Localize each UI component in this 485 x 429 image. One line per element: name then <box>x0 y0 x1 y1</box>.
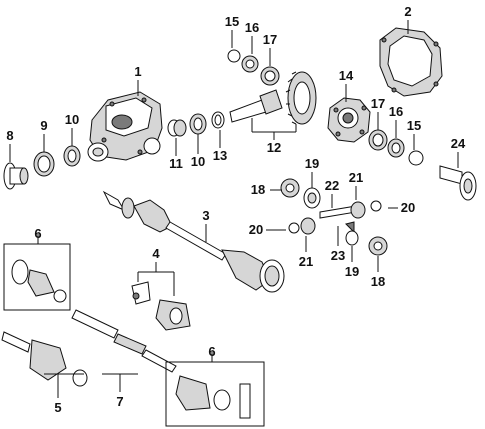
callout-18b: 18 <box>371 274 385 289</box>
callout-6b: 6 <box>208 344 215 359</box>
callout-19b: 19 <box>345 264 359 279</box>
callout-9: 9 <box>40 118 47 133</box>
callout-8: 8 <box>6 128 13 143</box>
part-axle-shaft-assembly <box>102 190 285 293</box>
part-side-bearing-stack-left <box>227 49 280 86</box>
callout-14: 14 <box>339 68 354 83</box>
callout-20a: 20 <box>249 222 263 237</box>
callout-17a: 17 <box>263 32 277 47</box>
part-side-flange <box>439 165 477 201</box>
callout-22: 22 <box>325 178 339 193</box>
callout-17b: 17 <box>371 96 385 111</box>
callout-16a: 16 <box>245 20 259 35</box>
part-differential-case <box>327 97 371 143</box>
part-ring-and-pinion <box>229 71 317 125</box>
part-pinion-seal <box>33 151 55 177</box>
part-companion-flange <box>3 162 29 190</box>
callout-2: 2 <box>404 4 411 19</box>
part-boot-kit-outer <box>3 243 71 311</box>
callout-1: 1 <box>134 64 141 79</box>
callout-18a: 18 <box>251 182 265 197</box>
part-outer-joint-shaft <box>1 331 88 387</box>
callout-15a: 15 <box>225 14 239 29</box>
callout-10b: 10 <box>191 154 205 169</box>
part-boot-kit-inner <box>165 361 265 427</box>
part-carrier-housing <box>87 91 163 162</box>
part-pinion-bearing-front <box>63 145 81 167</box>
callout-12: 12 <box>267 140 281 155</box>
callout-23: 23 <box>331 248 345 263</box>
callout-16b: 16 <box>389 104 403 119</box>
callout-15b: 15 <box>407 118 421 133</box>
callout-21b: 21 <box>349 170 363 185</box>
callout-3: 3 <box>202 208 209 223</box>
callout-21a: 21 <box>299 254 313 269</box>
part-side-bearing-stack-right <box>368 129 424 166</box>
part-differential-gears <box>280 178 388 256</box>
callout-13: 13 <box>213 148 227 163</box>
callout-20b: 20 <box>401 200 415 215</box>
part-rear-cover <box>379 27 443 97</box>
callout-4: 4 <box>152 246 160 261</box>
part-collapsible-spacer <box>167 119 187 137</box>
callout-10a: 10 <box>65 112 79 127</box>
callout-11: 11 <box>169 156 183 171</box>
callout-7: 7 <box>116 394 123 409</box>
callout-5: 5 <box>54 400 61 415</box>
part-pinion-bearing-rear <box>189 113 207 135</box>
part-pinion-shim <box>211 111 225 129</box>
callout-6a: 6 <box>34 226 41 241</box>
callout-labels: 1 2 3 4 5 6 6 7 8 9 10 10 11 12 13 14 15… <box>6 4 466 415</box>
part-inner-joint-kit <box>131 281 191 331</box>
part-half-shaft <box>71 309 177 373</box>
callout-19a: 19 <box>305 156 319 171</box>
callout-24: 24 <box>451 136 466 151</box>
